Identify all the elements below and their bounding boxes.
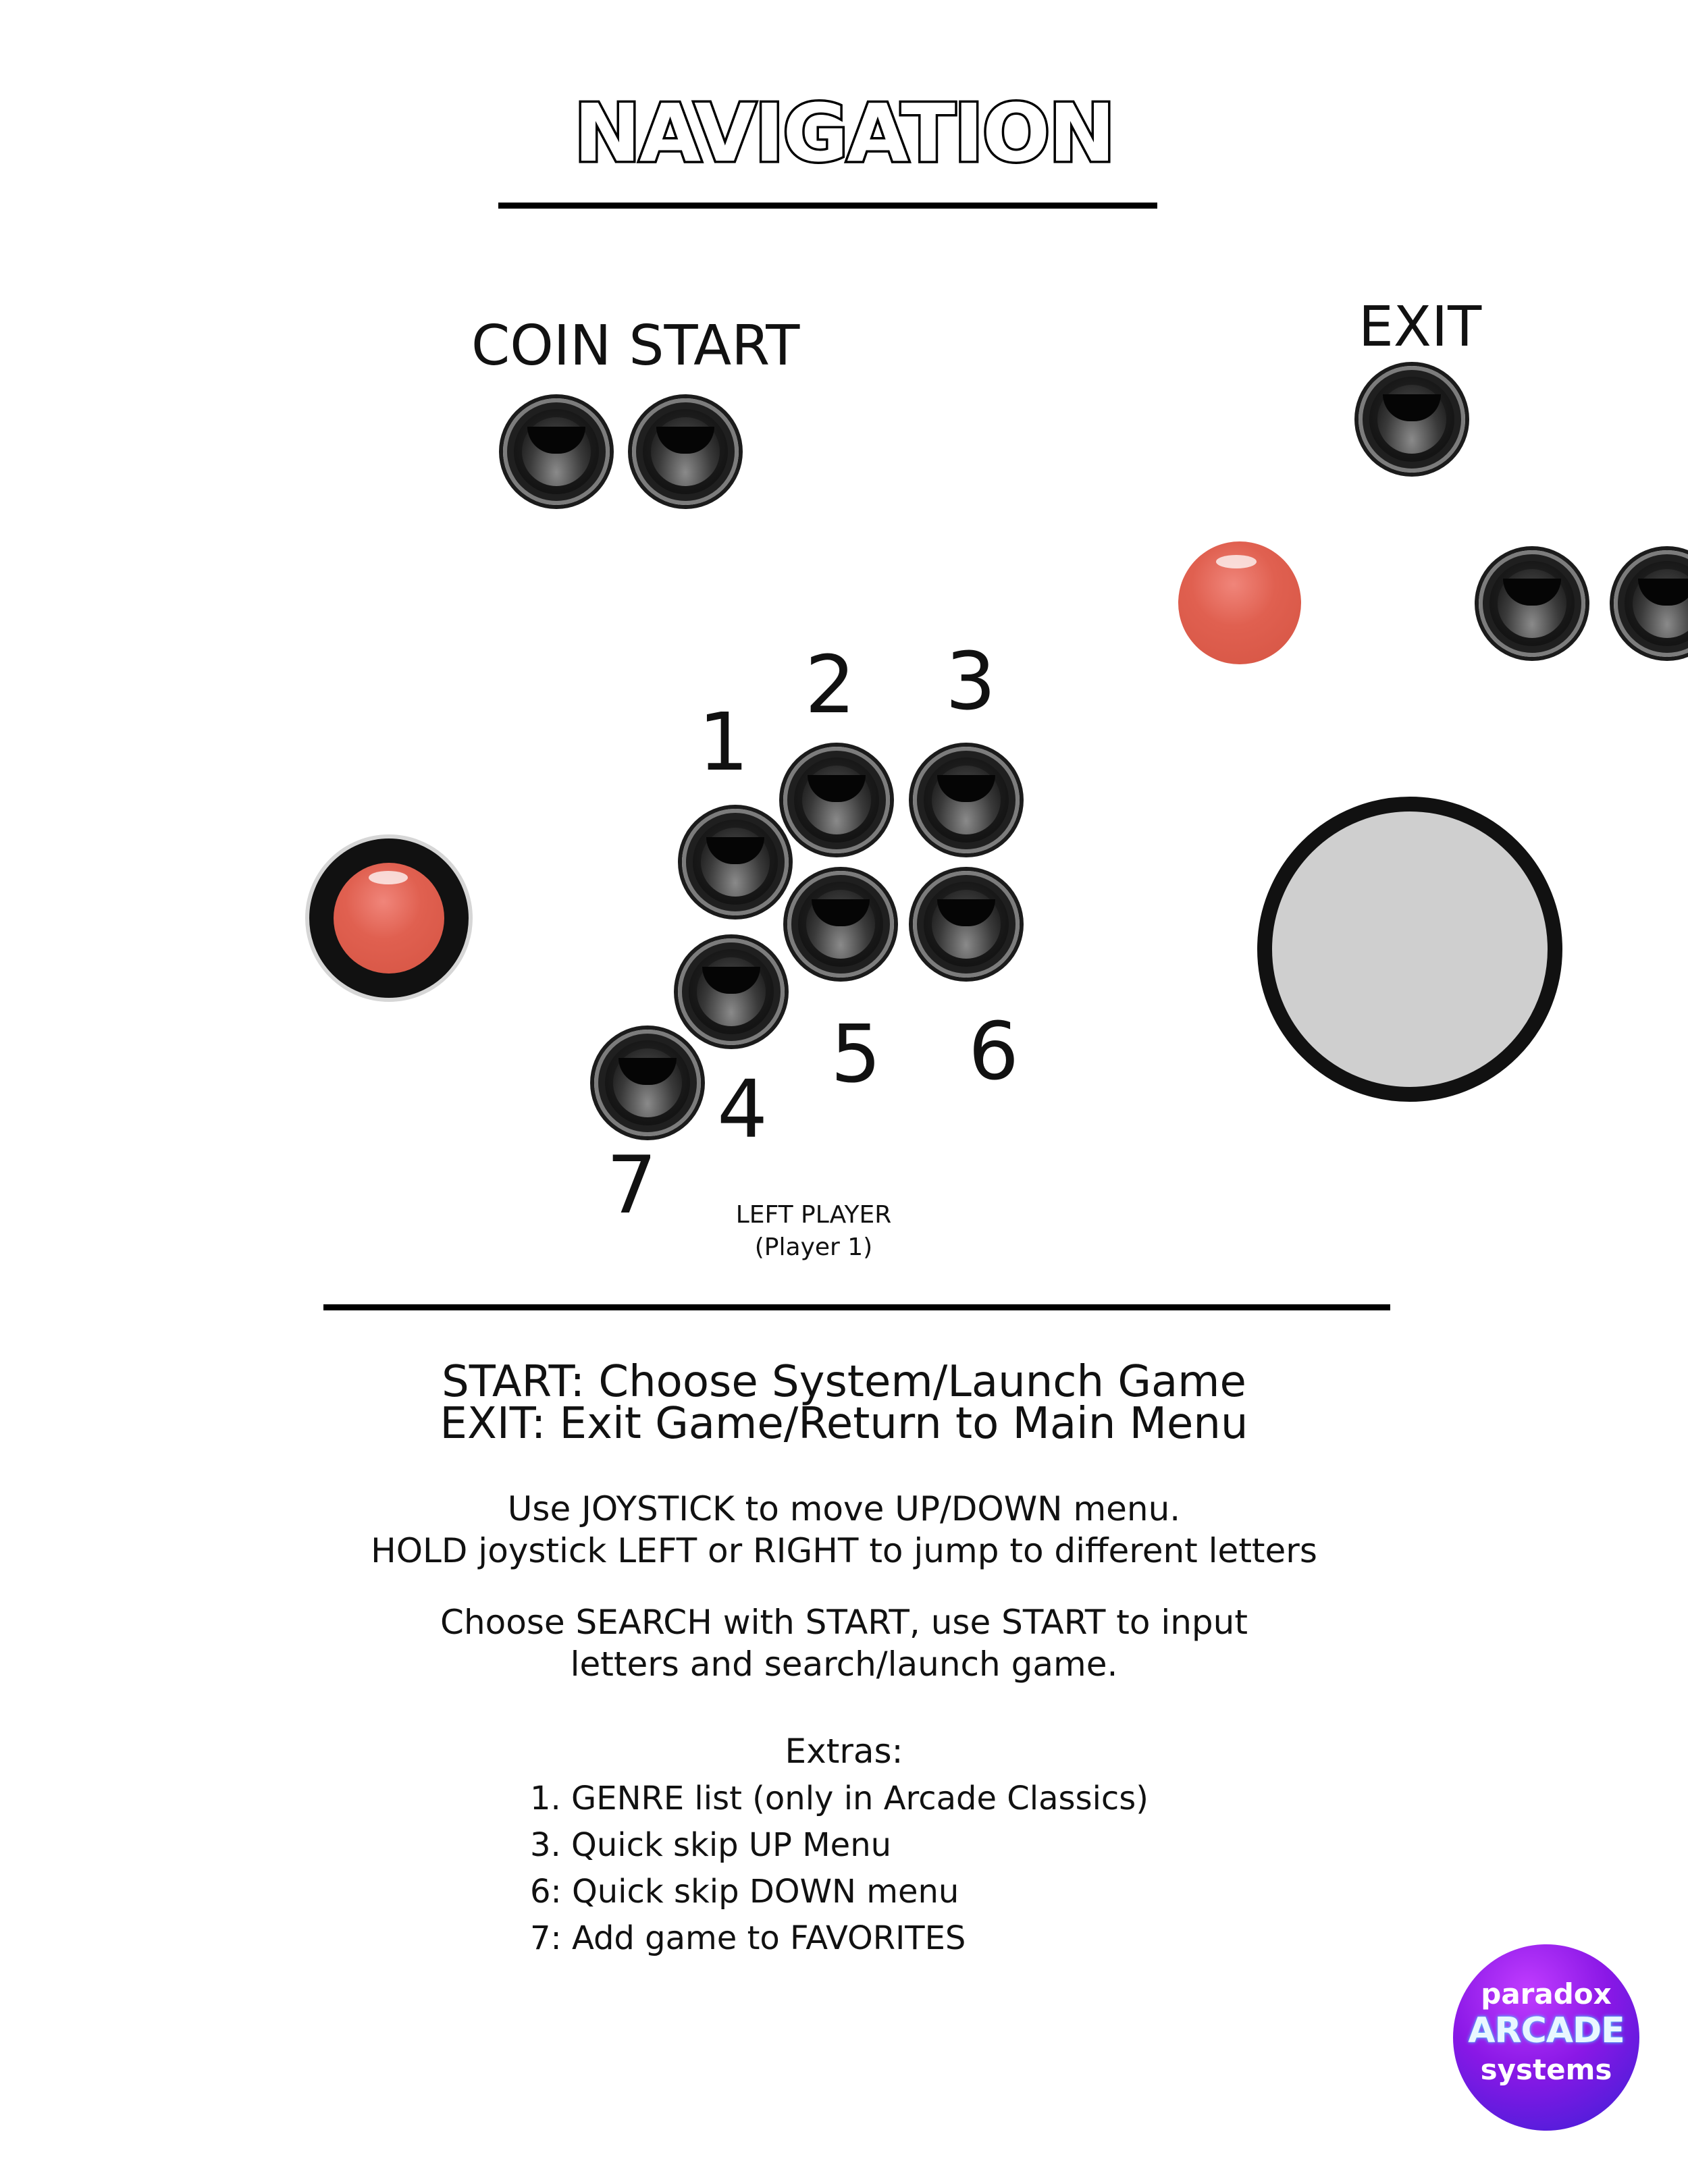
logo-text-bottom: systems [1480, 2053, 1612, 2086]
extras-item: 1. GENRE list (only in Arcade Classics) [530, 1780, 1149, 1817]
player-label-line1: LEFT PLAYER [735, 1201, 892, 1229]
button-2[interactable] [783, 747, 890, 853]
player2-button-1[interactable] [1479, 550, 1585, 657]
extras-item: 7: Add game to FAVORITES [530, 1919, 966, 1957]
search-instruction-line2: letters and search/launch game. [570, 1645, 1118, 1684]
start-instruction: START: Choose System/Launch Game [442, 1357, 1246, 1407]
button-2-label: 2 [805, 638, 856, 731]
page-title: NAVIGATION [572, 86, 1118, 180]
joystick-instruction-line2: HOLD joystick LEFT or RIGHT to jump to d… [371, 1531, 1317, 1570]
coin-button[interactable] [503, 398, 610, 505]
button-1[interactable] [682, 809, 789, 915]
extras-item: 3. Quick skip UP Menu [530, 1826, 892, 1864]
section-divider [323, 1304, 1390, 1310]
player-label-line2: (Player 1) [754, 1233, 873, 1261]
button-4[interactable] [678, 938, 785, 1045]
button-7-label: 7 [606, 1138, 658, 1231]
button-5-label: 5 [830, 1007, 882, 1100]
trackball[interactable] [1257, 797, 1562, 1102]
player1-joystick-ball[interactable] [334, 863, 444, 974]
coin-start-label: COIN START [471, 314, 800, 378]
button-5[interactable] [787, 871, 894, 978]
extras-item: 6: Quick skip DOWN menu [530, 1873, 959, 1911]
button-6[interactable] [913, 871, 1020, 978]
paradox-arcade-logo: paradox ARCADE systems [1453, 1944, 1639, 2131]
main-instructions: START: Choose System/Launch Game EXIT: E… [0, 1357, 1688, 1449]
search-instruction-line1: Choose SEARCH with START, use START to i… [440, 1603, 1248, 1642]
joystick-instruction-line1: Use JOYSTICK to move UP/DOWN menu. [507, 1489, 1181, 1528]
ball-highlight [369, 871, 408, 884]
title-underline [498, 203, 1157, 209]
exit-label: EXIT [1359, 295, 1482, 359]
ball-highlight [1216, 555, 1257, 568]
player-label: LEFT PLAYER (Player 1) [675, 1199, 952, 1264]
exit-instruction: EXIT: Exit Game/Return to Main Menu [440, 1399, 1248, 1449]
button-3-label: 3 [945, 635, 997, 728]
start-button[interactable] [632, 398, 739, 505]
extras-heading: Extras: [785, 1732, 903, 1771]
button-6-label: 6 [968, 1005, 1020, 1098]
player2-button-2[interactable] [1614, 550, 1688, 657]
extras-list: 1. GENRE list (only in Arcade Classics) … [530, 1776, 1149, 1962]
logo-text-top: paradox [1481, 1977, 1612, 2010]
button-7[interactable] [594, 1030, 701, 1136]
button-4-label: 4 [717, 1063, 768, 1156]
exit-button[interactable] [1359, 366, 1465, 473]
player1-joystick-base[interactable] [305, 834, 473, 1002]
search-instructions: Choose SEARCH with START, use START to i… [0, 1601, 1688, 1685]
logo-text-middle: ARCADE [1468, 2010, 1625, 2051]
player2-joystick-ball[interactable] [1178, 541, 1301, 664]
button-1-label: 1 [698, 695, 749, 789]
button-3[interactable] [913, 747, 1020, 853]
joystick-instructions: Use JOYSTICK to move UP/DOWN menu. HOLD … [0, 1488, 1688, 1572]
